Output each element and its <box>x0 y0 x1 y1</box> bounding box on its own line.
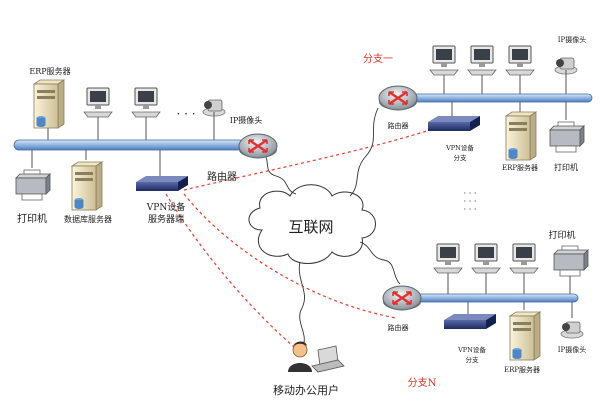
branch-1-router: 路由器 <box>377 84 419 130</box>
branch-1-ip-camera-label: IP摄像头 <box>558 35 586 44</box>
branch-n-vpn-label-1: VPN设备 <box>457 345 486 354</box>
mobile-internet-link <box>298 261 305 349</box>
branch-n-label: 分支N <box>408 377 437 389</box>
hq-more-devices: · · · <box>176 107 195 121</box>
branch-1-more-3: · · · <box>464 205 477 214</box>
branch-n-ip-camera-label: IP摄像头 <box>558 345 586 354</box>
hq-db-server: 数据库服务器 <box>64 150 112 224</box>
branch-1-backbone <box>409 93 593 103</box>
hq-ip-camera-label: IP摄像头 <box>230 115 263 125</box>
branch-n-vpn-device: VPN设备 分支 <box>444 302 496 364</box>
hq-vpn-server-label-2: 服务器端 <box>148 213 184 225</box>
vpn-tunnels <box>165 129 431 353</box>
branch-1-more-1: · · · <box>464 189 477 198</box>
branch-1-vpn-device: VPN设备 分支 <box>428 102 480 162</box>
hq-pc-2 <box>131 87 161 140</box>
hq-db-server-label: 数据库服务器 <box>64 214 112 224</box>
branch-1-erp-server: ERP服务器 <box>502 102 538 172</box>
branch-n-erp-server: ERP服务器 <box>504 302 541 374</box>
user-icon <box>292 342 308 358</box>
branch-1-network: 分支一 路由器 IP摄像头 VPN设备 分支 ERP服务器 <box>363 35 593 214</box>
branch-n-printer: 打印机 <box>548 229 589 294</box>
laptop-icon <box>311 345 345 373</box>
branch-1-pc-1 <box>429 45 459 94</box>
hq-network: ERP服务器 · · · IP摄像头 路由器 打印机 数据库服务器 <box>13 66 279 225</box>
branch-1-printer-label: 打印机 <box>554 162 578 172</box>
branch-n-printer-label: 打印机 <box>548 229 575 241</box>
branch-1-pc-2 <box>467 45 497 94</box>
mobile-user: 移动办公用户 <box>273 341 345 397</box>
branch-1-printer: 打印机 <box>549 102 585 172</box>
hq-ip-camera: IP摄像头 <box>202 99 263 140</box>
branch-1-ip-camera: IP摄像头 <box>554 35 586 94</box>
branch-n-network: 路由器 打印机 VPN设备 分支 ERP服务器 IP摄像头 分支N <box>381 229 589 389</box>
branch-1-vpn-label-1: VPN设备 <box>445 143 474 152</box>
branch-n-router-label: 路由器 <box>388 323 409 332</box>
hq-pc-1 <box>83 87 113 140</box>
branch-n-backbone <box>401 293 579 303</box>
branch-1-erp-label: ERP服务器 <box>502 163 538 172</box>
hq-vpn-server: VPN设备 服务器端 <box>136 150 188 225</box>
branch1-internet-link <box>349 107 379 197</box>
branchn-internet-link <box>359 241 401 285</box>
branch-n-pc-1 <box>433 243 463 294</box>
branch-1-router-label: 路由器 <box>388 121 409 130</box>
hq-backbone <box>13 139 245 151</box>
hq-router-label: 路由器 <box>207 170 237 183</box>
branch-n-router: 路由器 <box>381 284 423 332</box>
branch-1-label: 分支一 <box>363 53 393 65</box>
branch-n-erp-label: ERP服务器 <box>504 365 540 374</box>
internet-cloud: 互联网 <box>248 184 376 264</box>
branch-n-vpn-label-2: 分支 <box>466 355 480 364</box>
branch-1-vpn-label-2: 分支 <box>454 153 468 162</box>
branch-n-pc-2 <box>471 243 501 294</box>
branch-1-more-2: · · · <box>464 197 477 206</box>
hq-erp-server-label: ERP服务器 <box>29 66 70 76</box>
internet-label: 互联网 <box>288 218 333 236</box>
hq-erp-server: ERP服务器 <box>29 66 71 140</box>
branch-n-pc-3 <box>509 243 539 294</box>
branch-1-pc-3 <box>505 45 535 94</box>
branch-n-ip-camera: IP摄像头 <box>558 302 586 354</box>
hq-router: 路由器 <box>207 132 279 183</box>
hq-printer: 打印机 <box>15 150 51 225</box>
hq-internet-link <box>261 151 297 195</box>
hq-printer-label: 打印机 <box>17 212 47 225</box>
mobile-user-label: 移动办公用户 <box>273 383 339 397</box>
hq-vpn-server-label-1: VPN设备 <box>146 201 185 213</box>
